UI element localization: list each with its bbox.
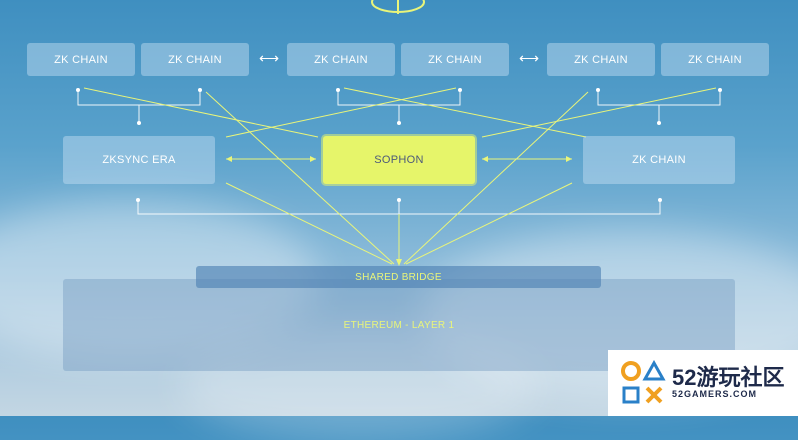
zk-chain-box-6: ZK CHAIN <box>661 43 769 76</box>
zk-chain-box-3: ZK CHAIN <box>287 43 395 76</box>
watermark-title: 52游玩社区 <box>672 365 785 390</box>
gamepad-symbols-icon <box>621 360 666 404</box>
watermark-logo: 52游玩社区 52GAMERS.COM <box>608 350 798 416</box>
zk-chain-box-1: ZK CHAIN <box>27 43 135 76</box>
zk-chain-box-2: ZK CHAIN <box>141 43 249 76</box>
zk-chain-box-right: ZK CHAIN <box>583 136 735 184</box>
double-arrow-icon: ⟷ <box>519 50 540 66</box>
zk-chain-box-4: ZK CHAIN <box>401 43 509 76</box>
ethereum-layer-box: ETHEREUM - LAYER 1 <box>63 279 735 371</box>
top-logo-icon <box>371 0 425 14</box>
sophon-box: SOPHON <box>323 136 475 184</box>
shared-bridge-box: SHARED BRIDGE <box>196 266 601 288</box>
zksync-era-box: ZKSYNC ERA <box>63 136 215 184</box>
zk-chain-box-5: ZK CHAIN <box>547 43 655 76</box>
watermark-url: 52GAMERS.COM <box>672 389 758 399</box>
ethereum-label: ETHEREUM - LAYER 1 <box>343 319 455 331</box>
connector-lines <box>83 87 717 266</box>
double-arrow-icon: ⟷ <box>259 50 280 66</box>
